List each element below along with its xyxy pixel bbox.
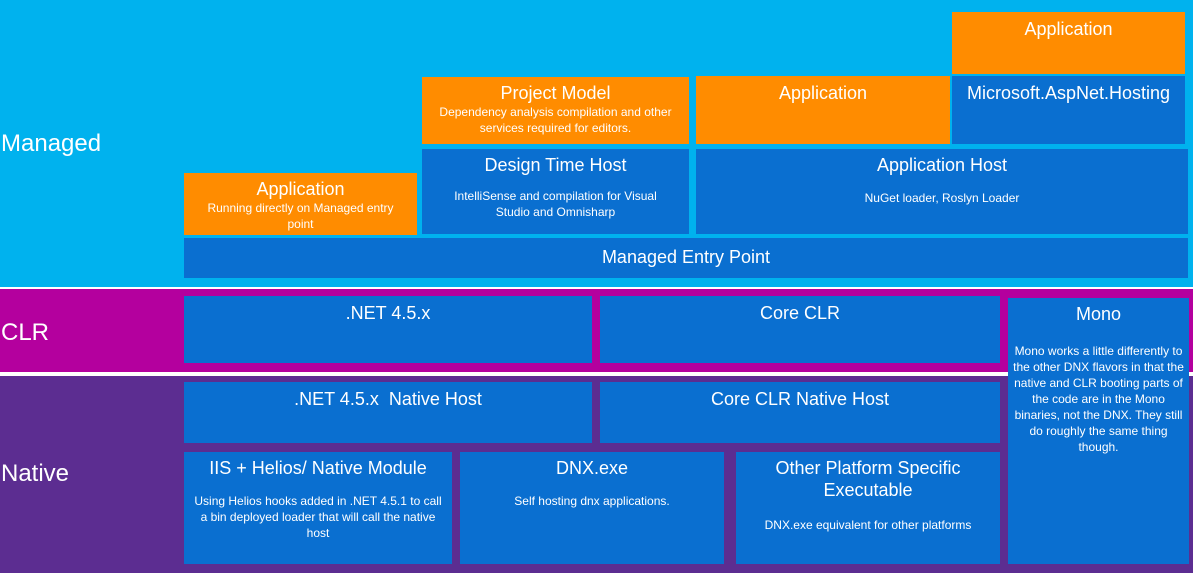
design-time-host-title: Design Time Host [484, 155, 627, 175]
application-mid-box: Application [696, 76, 950, 144]
iis-helios-box: IIS + Helios/ Native Module Using Helios… [184, 452, 452, 564]
net45-clr-title: .NET 4.5.x [345, 303, 431, 323]
iis-helios-title: IIS + Helios/ Native Module [209, 458, 427, 478]
managed-label: Managed [1, 130, 102, 157]
other-platform-desc: DNX.exe equivalent for other platforms [764, 518, 972, 532]
mono-desc: Mono works a little differently to the o… [1013, 344, 1184, 454]
project-model-box: Project Model Dependency analysis compil… [422, 77, 689, 144]
clr-label: CLR [1, 319, 50, 346]
native-label: Native [1, 460, 70, 487]
net45-native-host-title: .NET 4.5.x Native Host [294, 389, 482, 409]
application-top-title: Application [1024, 19, 1113, 39]
application-top-box: Application [952, 12, 1185, 74]
other-platform-box: Other Platform Specific Executable DNX.e… [736, 452, 1000, 564]
core-clr-box: Core CLR [600, 296, 1000, 363]
core-clr-native-host-title: Core CLR Native Host [710, 389, 890, 409]
application-direct-title: Application [256, 179, 345, 199]
application-host-title: Application Host [876, 155, 1008, 175]
dnx-exe-box: DNX.exe Self hosting dnx applications. [460, 452, 724, 564]
other-platform-title: Other Platform Specific Executable [775, 458, 961, 500]
mono-title: Mono [1075, 304, 1122, 324]
core-clr-title: Core CLR [759, 303, 841, 323]
hosting-box: Microsoft.AspNet.Hosting [952, 76, 1185, 144]
dnx-exe-desc: Self hosting dnx applications. [514, 494, 670, 508]
managed-entry-point-box: Managed Entry Point [184, 238, 1188, 278]
application-host-box: Application Host NuGet loader, Roslyn Lo… [696, 149, 1188, 234]
hosting-title: Microsoft.AspNet.Hosting [966, 83, 1171, 103]
net45-native-host-box: .NET 4.5.x Native Host [184, 382, 592, 443]
core-clr-native-host-box: Core CLR Native Host [600, 382, 1000, 443]
iis-helios-desc: Using Helios hooks added in .NET 4.5.1 t… [194, 494, 442, 540]
project-model-title: Project Model [500, 83, 611, 103]
application-mid-title: Application [778, 83, 868, 103]
managed-entry-point-title: Managed Entry Point [601, 247, 771, 267]
dnx-exe-title: DNX.exe [555, 458, 629, 478]
design-time-host-desc: IntelliSense and compilation for Visual … [454, 189, 657, 219]
mono-box: Mono Mono works a little differently to … [1008, 298, 1189, 564]
project-model-desc: Dependency analysis compilation and othe… [439, 105, 672, 135]
application-direct-desc: Running directly on Managed entry point [207, 201, 394, 231]
net45-clr-box: .NET 4.5.x [184, 296, 592, 363]
application-host-desc: NuGet loader, Roslyn Loader [864, 191, 1020, 205]
design-time-host-box: Design Time Host IntelliSense and compil… [422, 149, 689, 234]
application-direct-box: Application Running directly on Managed … [184, 173, 417, 235]
